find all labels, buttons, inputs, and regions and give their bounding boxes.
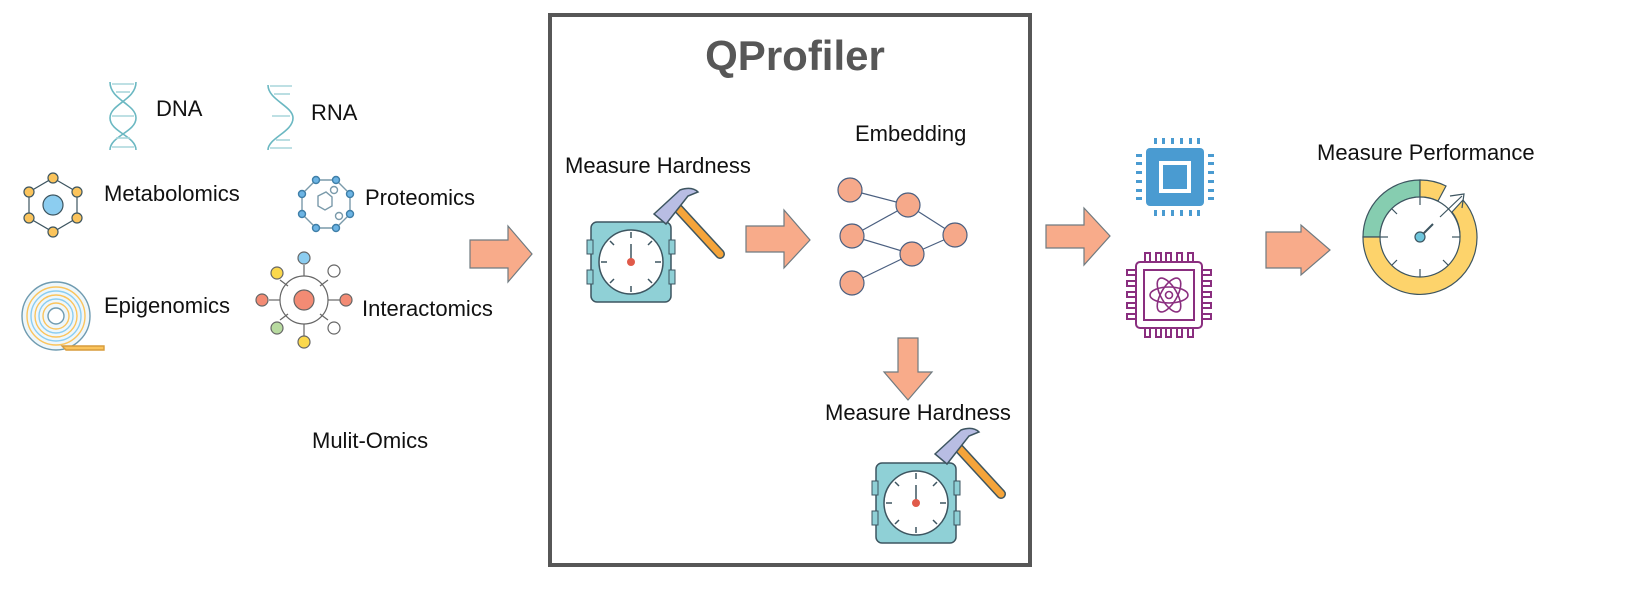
rna-label: RNA — [311, 100, 358, 125]
proteomics-label: Proteomics — [365, 185, 475, 210]
proteomics-icon — [297, 175, 355, 233]
interactomics-icon — [255, 251, 353, 349]
rna-icon — [267, 84, 294, 151]
neural-network-icon — [837, 177, 968, 296]
arrow-right-2 — [745, 208, 811, 270]
measure-hardness-label-1: Measure Hardness — [565, 153, 751, 178]
metabolomics-label: Metabolomics — [104, 181, 240, 206]
qprofiler-box — [548, 13, 1032, 567]
arrow-right-1 — [469, 224, 533, 284]
epigenomics-label: Epigenomics — [104, 293, 230, 318]
interactomics-label: Interactomics — [362, 296, 493, 321]
arrow-right-4 — [1265, 223, 1331, 277]
arrow-down — [882, 337, 934, 401]
speed-gauge-icon — [1362, 179, 1478, 295]
multi-omics-label: Mulit-Omics — [312, 428, 428, 453]
qprofiler-title: QProfiler — [705, 32, 885, 79]
quantum-chip-icon — [1126, 252, 1212, 338]
arrow-right-3 — [1045, 206, 1111, 267]
metabolomics-icon — [23, 172, 83, 238]
dna-icon — [109, 81, 137, 151]
stopwatch-icon — [871, 462, 961, 544]
cpu-chip-icon — [1136, 138, 1214, 216]
measure-performance-label: Measure Performance — [1317, 140, 1535, 165]
dna-label: DNA — [156, 96, 203, 121]
epigenomics-icon — [21, 281, 105, 351]
measure-hardness-label-2: Measure Hardness — [825, 400, 1011, 425]
stopwatch-icon — [586, 221, 676, 303]
embedding-label: Embedding — [855, 121, 966, 146]
